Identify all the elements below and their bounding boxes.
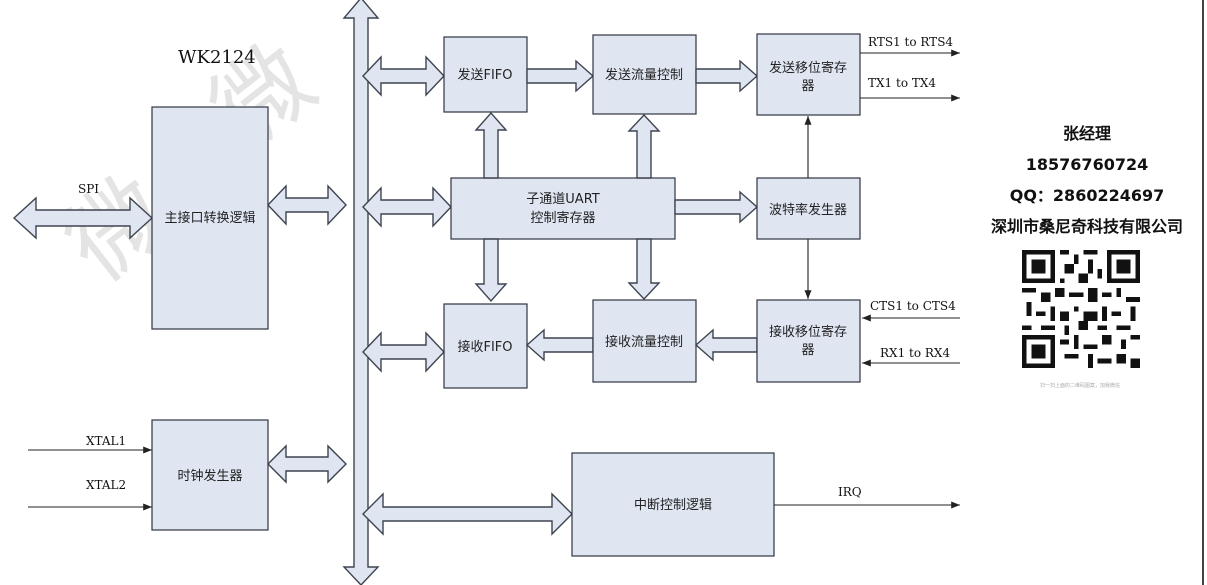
contact-phone: 18576760724 <box>1025 155 1149 174</box>
wechat-qr-code <box>1022 250 1140 368</box>
txflow-to-txshift-arrow <box>695 59 759 93</box>
rx-shift-register-label-2: 器 <box>801 343 814 358</box>
clock-generator-label: 时钟发生器 <box>177 468 242 484</box>
spi-label: SPI <box>78 182 99 196</box>
uart-registers-label-1: 子通道UART <box>526 192 599 207</box>
uart-to-txfifo-arrow <box>474 111 508 179</box>
tx-fifo-label: 发送FIFO <box>457 67 512 83</box>
uart-to-baud-arrow <box>674 190 759 224</box>
rxflow-to-rxfifo-arrow <box>525 328 594 362</box>
host-to-bus-arrow <box>267 184 347 226</box>
tx-shift-register-label-1: 发送移位寄存 <box>769 60 847 76</box>
rx-label: RX1 to RX4 <box>880 346 950 360</box>
bus-to-rxfifo-arrow <box>362 331 445 373</box>
clock-to-bus-arrow <box>267 444 347 484</box>
interrupt-logic-label: 中断控制逻辑 <box>634 498 712 513</box>
uart-registers-label-2: 控制寄存器 <box>530 210 595 226</box>
uart-to-rxflow-arrow <box>627 238 661 301</box>
bus-to-uart-registers-arrow <box>362 186 452 228</box>
clock-generator-block <box>151 419 269 531</box>
tx-fifo-block <box>443 36 528 113</box>
uart-to-txflow-arrow <box>627 113 661 179</box>
uart-to-rxfifo-arrow <box>474 238 508 303</box>
tx-label: TX1 to TX4 <box>868 76 936 90</box>
irq-label: IRQ <box>838 485 862 499</box>
bus-to-interrupt-arrow <box>362 492 573 536</box>
page-border <box>1202 0 1204 585</box>
rx-shift-register-label-1: 接收移位寄存 <box>769 324 847 340</box>
baud-generator-label: 波特率发生器 <box>769 202 847 218</box>
baud-generator-block <box>756 177 861 240</box>
contact-company: 深圳市桑尼奇科技有限公司 <box>990 217 1183 236</box>
rx-shift-register-block <box>756 299 861 383</box>
tx-flow-control-label: 发送流量控制 <box>605 67 683 83</box>
rx-flow-control-label: 接收流量控制 <box>605 334 683 350</box>
uart-registers-block <box>450 177 676 240</box>
bus-to-txfifo-arrow <box>362 55 445 97</box>
tx-shift-register-label-2: 器 <box>801 79 814 94</box>
tx-shift-register-block <box>756 33 861 116</box>
host-interface-block <box>151 106 269 330</box>
rx-flow-control-block <box>592 299 697 383</box>
rxshift-to-rxflow-arrow <box>694 328 758 362</box>
xtal1-label: XTAL1 <box>86 434 126 448</box>
qr-caption: 扫一扫上面的二维码图案，加我微信 <box>1039 383 1120 389</box>
contact-qq: QQ：2860224697 <box>1009 186 1165 205</box>
cts-label: CTS1 to CTS4 <box>870 299 956 313</box>
rx-fifo-label: 接收FIFO <box>457 339 512 355</box>
txfifo-to-txflow-arrow <box>526 59 595 93</box>
xtal2-label: XTAL2 <box>86 478 126 492</box>
rts-label: RTS1 to RTS4 <box>868 35 953 49</box>
chip-title: WK2124 <box>178 47 256 68</box>
host-interface-label: 主接口转换逻辑 <box>164 210 255 226</box>
internal-bus <box>342 0 380 585</box>
contact-name: 张经理 <box>1062 124 1111 143</box>
tx-flow-control-block <box>592 34 697 115</box>
rx-fifo-block <box>443 303 528 389</box>
contact-card: 张经理 18576760724 QQ：2860224697 深圳市桑尼奇科技有限… <box>975 118 1199 242</box>
